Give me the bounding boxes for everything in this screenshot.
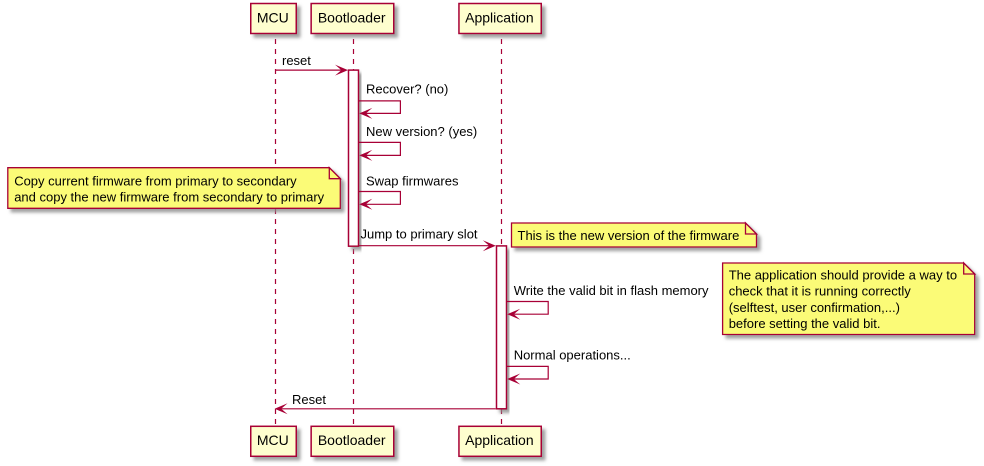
svg-text:New version? (yes): New version? (yes) <box>366 124 477 139</box>
svg-text:(selftest, user confirmation,.: (selftest, user confirmation,...) <box>729 300 900 315</box>
svg-text:and copy the new firmware from: and copy the new firmware from secondary… <box>14 190 324 205</box>
svg-text:Bootloader: Bootloader <box>318 10 386 26</box>
svg-text:Normal operations...: Normal operations... <box>514 347 631 362</box>
svg-text:check that it is running corre: check that it is running correctly <box>729 284 912 299</box>
svg-text:The application should provide: The application should provide a way to <box>729 268 957 283</box>
svg-text:Copy current firmware from pri: Copy current firmware from primary to se… <box>14 174 297 189</box>
svg-text:Bootloader: Bootloader <box>318 432 386 448</box>
svg-text:before setting the valid bit.: before setting the valid bit. <box>729 316 881 331</box>
svg-text:Write the valid bit in flash m: Write the valid bit in flash memory <box>514 283 709 298</box>
svg-text:Reset: Reset <box>292 392 326 407</box>
svg-text:MCU: MCU <box>257 432 289 448</box>
svg-text:MCU: MCU <box>257 10 289 26</box>
svg-text:Swap firmwares: Swap firmwares <box>366 173 459 188</box>
svg-text:This is the new version of the: This is the new version of the firmware <box>518 228 740 243</box>
svg-text:Recover? (no): Recover? (no) <box>366 81 448 96</box>
svg-text:reset: reset <box>282 53 311 68</box>
svg-text:Application: Application <box>465 10 534 26</box>
svg-text:Jump to primary slot: Jump to primary slot <box>361 227 478 242</box>
svg-text:Application: Application <box>465 432 534 448</box>
